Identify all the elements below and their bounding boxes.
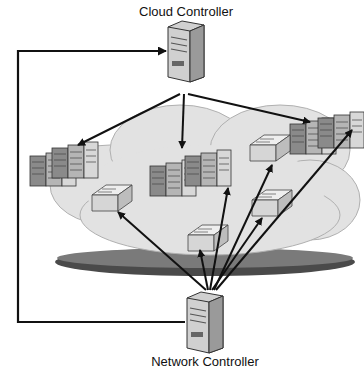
- server-icon-holder: [139, 19, 233, 83]
- controller-node: Network Controller: [151, 290, 259, 369]
- server-icon: [162, 19, 210, 83]
- feedback-connector: [18, 51, 185, 322]
- node-label: Network Controller: [151, 354, 259, 369]
- controller-node: Cloud Controller: [139, 4, 233, 83]
- node-label: Cloud Controller: [139, 4, 233, 19]
- server-icon-holder: [151, 290, 259, 354]
- server-icon: [181, 290, 229, 354]
